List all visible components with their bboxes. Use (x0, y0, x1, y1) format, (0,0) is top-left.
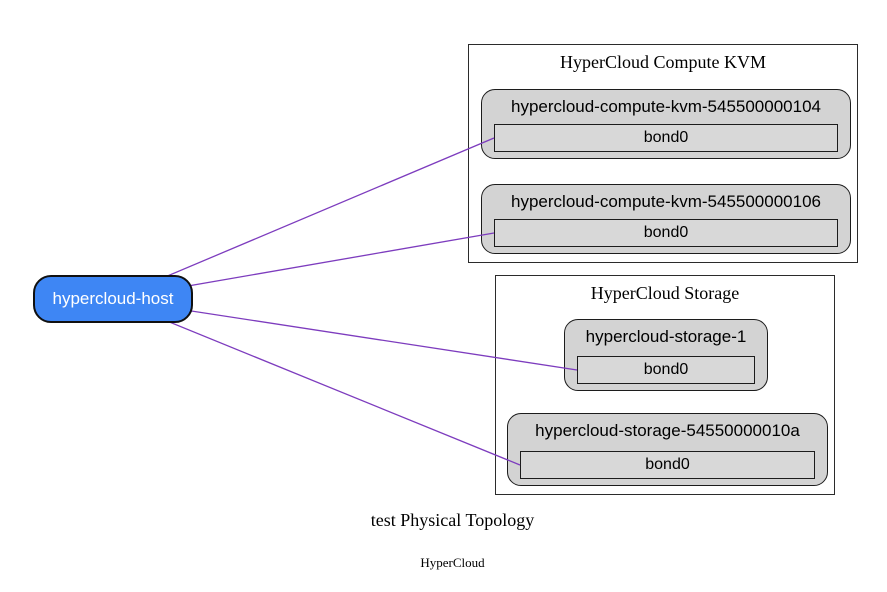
port-label: bond0 (643, 224, 689, 241)
diagram-title: test Physical Topology (370, 510, 535, 530)
cluster-compute-kvm: HyperCloud Compute KVM hypercloud-comput… (468, 44, 858, 263)
port-label: bond0 (643, 129, 689, 146)
node-label: hypercloud-storage-1 (585, 327, 747, 346)
diagram-subtitle: HyperCloud (420, 555, 485, 570)
node-label: hypercloud-compute-kvm-545500000106 (511, 192, 821, 211)
cluster-storage-title: HyperCloud Storage (590, 283, 740, 303)
port-bond0: bond0 (494, 219, 838, 247)
port-bond0: bond0 (520, 451, 815, 479)
node-compute-kvm-106: hypercloud-compute-kvm-545500000106 bond… (481, 184, 851, 254)
port-label: bond0 (645, 456, 690, 473)
cluster-compute-kvm-title: HyperCloud Compute KVM (560, 52, 766, 72)
node-storage-1: hypercloud-storage-1 bond0 (564, 319, 768, 391)
port-bond0: bond0 (577, 356, 755, 384)
node-compute-kvm-104: hypercloud-compute-kvm-545500000104 bond… (481, 89, 851, 159)
edge-line (112, 298, 521, 466)
port-label: bond0 (643, 361, 689, 378)
host-node-label: hypercloud-host (52, 289, 174, 308)
cluster-storage: HyperCloud Storage hypercloud-storage-1 … (495, 275, 835, 495)
port-bond0: bond0 (494, 124, 838, 152)
node-storage-10a: hypercloud-storage-54550000010a bond0 (507, 413, 828, 486)
host-node: hypercloud-host (33, 275, 193, 323)
node-label: hypercloud-storage-54550000010a (535, 421, 800, 440)
node-label: hypercloud-compute-kvm-545500000104 (511, 97, 821, 116)
